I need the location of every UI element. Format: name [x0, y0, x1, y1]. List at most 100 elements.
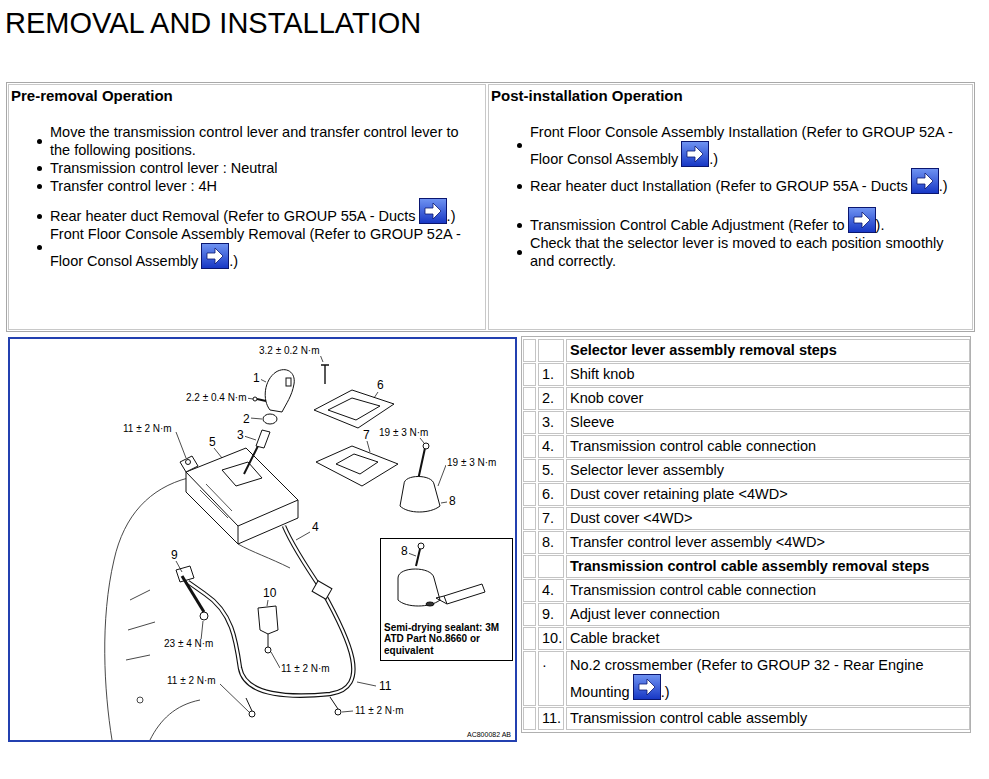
- node-text: Check that the selector lever is moved t…: [530, 235, 943, 269]
- table-cell: 7.: [538, 507, 564, 530]
- table-header-cell: [538, 555, 564, 578]
- table-cell: ·: [538, 651, 564, 706]
- bullet-item: Rear heater duct Installation (Refer to …: [489, 168, 972, 195]
- node-text: Transmission Control Cable Adjustment (R…: [530, 217, 845, 233]
- leader-lines-part: [296, 532, 310, 540]
- sealant-inset-drawing-part: [418, 543, 424, 549]
- table-cell-text: .): [661, 684, 670, 700]
- sealant-inset-drawing-part: [444, 584, 485, 604]
- transmission-outline-part: [150, 700, 200, 740]
- leader-lines-part: [176, 561, 182, 572]
- cable-brackets-part: [335, 709, 341, 715]
- table-cell-text: 2.: [542, 390, 554, 406]
- table-cell: [523, 627, 536, 650]
- cable-brackets-part: [258, 606, 278, 634]
- selector-lever-assembly-part: [186, 472, 298, 544]
- leader-lines-part: [267, 600, 268, 606]
- table-cell-text: Adjust lever connection: [570, 606, 720, 622]
- table-cell: Sleeve: [566, 411, 970, 434]
- callout-number: 8: [400, 545, 409, 557]
- leader-lines-part: [441, 502, 447, 503]
- table-cell: 8.: [538, 531, 564, 554]
- callout-number: 7: [362, 429, 371, 441]
- node-text: Post-installation Operation: [491, 87, 683, 104]
- bullet-list: Move the transmission control lever and …: [9, 105, 485, 270]
- bullet-item: Front Floor Console Assembly Installatio…: [489, 123, 972, 168]
- torque-spec: 2.2 ± 0.4 N·m: [185, 393, 248, 403]
- torque-spec: 11 ± 2 N·m: [280, 664, 331, 674]
- bullet-item: Rear heater duct Removal (Refer to GROUP…: [9, 198, 485, 225]
- adjust-lever-part: [200, 612, 208, 620]
- table-cell-text: 6.: [542, 486, 554, 502]
- table-cell: No.2 crossmember (Refer to GROUP 32 - Re…: [566, 651, 970, 706]
- node-text: Move the transmission control lever and …: [50, 124, 459, 158]
- table-cell: 4.: [538, 579, 564, 602]
- cable-brackets-part: [312, 581, 332, 599]
- leader-lines-part: [176, 432, 186, 458]
- link-icon: [681, 141, 709, 167]
- link-icon: [201, 243, 229, 269]
- table-cell: Transmission control cable connection: [566, 579, 970, 602]
- table-cell: [523, 411, 536, 434]
- link-icon-frame: [419, 199, 446, 224]
- table-cell: Transmission control cable assembly: [566, 707, 970, 730]
- table-cell-text: Sleeve: [570, 414, 614, 430]
- bullet-item: Transmission Control Cable Adjustment (R…: [489, 207, 972, 234]
- adjust-lever: [176, 566, 208, 620]
- link-icon: [848, 207, 876, 233]
- table-cell: [523, 579, 536, 602]
- bullet-dot: [37, 214, 42, 219]
- node-text: Pre-removal Operation: [11, 87, 173, 104]
- table-cell: [523, 483, 536, 506]
- bullet-item: Transfer control lever : 4H: [9, 177, 485, 195]
- torque-spec: 11 ± 2 N·m: [354, 706, 405, 716]
- table-cell: Adjust lever connection: [566, 603, 970, 626]
- table-cell-text: 1.: [542, 366, 554, 382]
- table-cell-text: 4.: [542, 582, 554, 598]
- leader-lines-part: [260, 379, 266, 382]
- table-cell: Dust cover retaining plate <4WD>: [566, 483, 970, 506]
- link-icon-frame: [682, 142, 709, 167]
- selector-lever-assembly-part: [263, 414, 277, 424]
- selector-lever-assembly-part: [244, 446, 258, 474]
- callout-number: 6: [376, 379, 385, 391]
- table-cell-text: 3.: [542, 414, 554, 430]
- page-frames-part: [522, 337, 971, 733]
- dust-cover-parts: [314, 390, 398, 486]
- link-icon-arrow: [639, 679, 655, 695]
- selector-lever-assembly-part: [186, 448, 298, 544]
- bullet-dot: [517, 184, 522, 189]
- node-text: Transmission control lever : Neutral: [50, 160, 278, 176]
- page-title: REMOVAL AND INSTALLATION: [5, 5, 421, 41]
- operation-panel: Pre-removal OperationMove the transmissi…: [8, 84, 486, 330]
- table-cell-text: Transmission control cable connection: [570, 582, 816, 598]
- page-frames-part: [7, 83, 975, 332]
- link-icon-frame: [848, 208, 875, 233]
- node-text: .): [229, 253, 238, 269]
- table-cell: [523, 387, 536, 410]
- link-icon-arrow: [425, 203, 441, 219]
- dust-cover-parts-part: [328, 398, 380, 420]
- page-frames-part: [9, 338, 516, 741]
- torque-spec: 3.2 ± 0.2 N·m: [258, 346, 321, 356]
- link-icon: [911, 168, 939, 194]
- control-cable-part: [188, 526, 353, 696]
- leader-lines: [176, 352, 447, 712]
- table-cell-text: Cable bracket: [570, 630, 659, 646]
- bullet-dot: [37, 245, 42, 250]
- bullet-dot: [37, 139, 42, 144]
- callout-number: 11: [378, 680, 392, 692]
- table-cell: [523, 707, 536, 730]
- selector-lever-assembly-part: [186, 460, 191, 465]
- sealant-inset-drawing: [398, 543, 485, 606]
- bullet-dot: [517, 223, 522, 228]
- table-cell-text: 8.: [542, 534, 554, 550]
- bullet-item: Front Floor Console Assembly Removal (Re…: [9, 225, 485, 270]
- page-frames: [7, 83, 975, 742]
- node-text: Rear heater duct Installation (Refer to …: [530, 178, 908, 194]
- node-text: ).: [876, 217, 885, 233]
- node-text: .): [709, 151, 718, 167]
- table-cell: Knob cover: [566, 387, 970, 410]
- cable-brackets: [246, 581, 341, 717]
- transfer-lever-part: [418, 448, 425, 480]
